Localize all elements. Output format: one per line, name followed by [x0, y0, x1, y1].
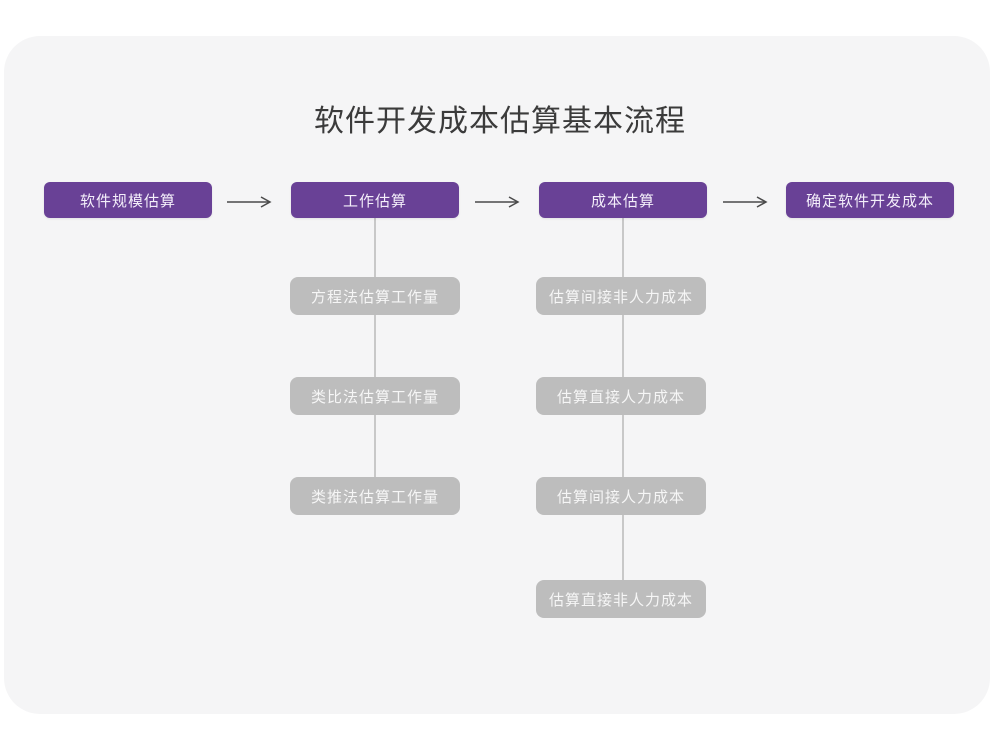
sub-node-indirect-labor-cost: 估算间接人力成本	[536, 477, 706, 515]
stage-node-cost-estimation: 成本估算	[539, 182, 707, 218]
right-arrow-icon	[227, 196, 272, 208]
diagram-panel	[4, 36, 990, 714]
sub-node-analogy-method: 类比法估算工作量	[290, 377, 460, 415]
sub-node-direct-labor-cost: 估算直接人力成本	[536, 377, 706, 415]
connector-line-work-estimation	[374, 218, 376, 486]
stage-node-software-scale-estimation: 软件规模估算	[44, 182, 212, 218]
sub-node-indirect-nonlabor-cost: 估算间接非人力成本	[536, 277, 706, 315]
diagram-title: 软件开发成本估算基本流程	[314, 105, 686, 138]
right-arrow-icon	[723, 196, 768, 208]
right-arrow-icon	[475, 196, 520, 208]
sub-node-extrapolation-method: 类推法估算工作量	[290, 477, 460, 515]
stage-node-work-estimation: 工作估算	[291, 182, 459, 218]
stage-node-determine-development-cost: 确定软件开发成本	[786, 182, 954, 218]
sub-node-direct-nonlabor-cost: 估算直接非人力成本	[536, 580, 706, 618]
sub-node-equation-method: 方程法估算工作量	[290, 277, 460, 315]
